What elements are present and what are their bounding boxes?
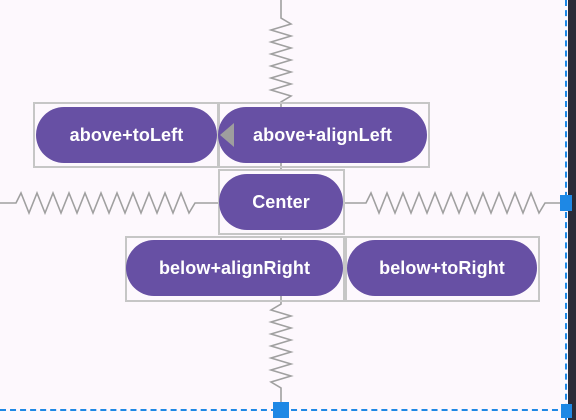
bounds-below-to-right xyxy=(345,236,540,302)
center-button[interactable]: Center xyxy=(219,174,343,230)
square-handle-icon[interactable] xyxy=(560,195,572,211)
canvas-right-edge xyxy=(568,0,576,420)
below-align-right-button[interactable]: below+alignRight xyxy=(126,240,343,296)
above-align-left-button[interactable]: above+alignLeft xyxy=(218,107,427,163)
spring-left xyxy=(0,190,218,216)
spring-right xyxy=(345,190,566,216)
square-handle-icon[interactable] xyxy=(273,402,289,418)
triangle-left-icon[interactable] xyxy=(220,123,234,147)
above-to-left-button[interactable]: above+toLeft xyxy=(36,107,217,163)
spring-bottom xyxy=(268,236,294,410)
spring-top xyxy=(268,0,294,170)
below-to-right-button[interactable]: below+toRight xyxy=(347,240,537,296)
square-handle-icon[interactable] xyxy=(561,404,572,418)
